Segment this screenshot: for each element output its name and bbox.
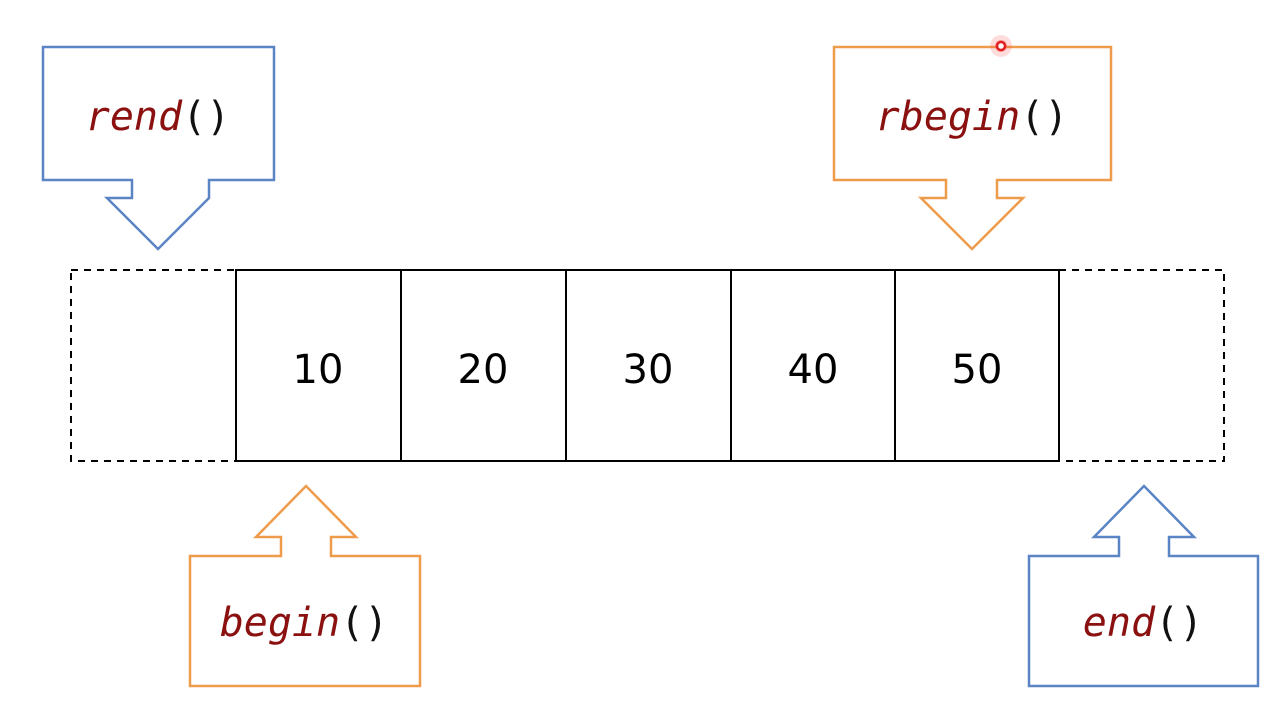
begin-label: begin() [220, 600, 389, 646]
cell-value-4: 40 [788, 347, 839, 393]
end-label: end() [1083, 600, 1203, 646]
rend-sentinel-cell [70, 269, 237, 462]
begin-function-name: begin [220, 600, 340, 646]
rend-function-name: rend [86, 94, 183, 140]
rbegin-callout-shape [832, 45, 1113, 251]
rbegin-function-name: rbegin [876, 94, 1021, 140]
end-sentinel-cell [1058, 269, 1225, 462]
array-cell [894, 269, 1060, 462]
array-cells [235, 269, 1060, 462]
cell-value-5: 50 [952, 347, 1003, 393]
rend-callout-shape [41, 45, 276, 251]
cell-value-1: 10 [293, 347, 344, 393]
rend-parens: () [182, 94, 230, 140]
pointer-dot [990, 35, 1012, 57]
begin-parens: () [340, 600, 388, 646]
rbegin-parens: () [1020, 94, 1068, 140]
end-callout-shape [1027, 484, 1260, 688]
begin-callout-shape [188, 484, 422, 688]
cell-value-2: 20 [458, 347, 509, 393]
rbegin-label: rbegin() [876, 94, 1069, 140]
cell-value-3: 30 [623, 347, 674, 393]
rend-label: rend() [86, 94, 231, 140]
end-parens: () [1155, 600, 1203, 646]
end-function-name: end [1083, 600, 1156, 646]
